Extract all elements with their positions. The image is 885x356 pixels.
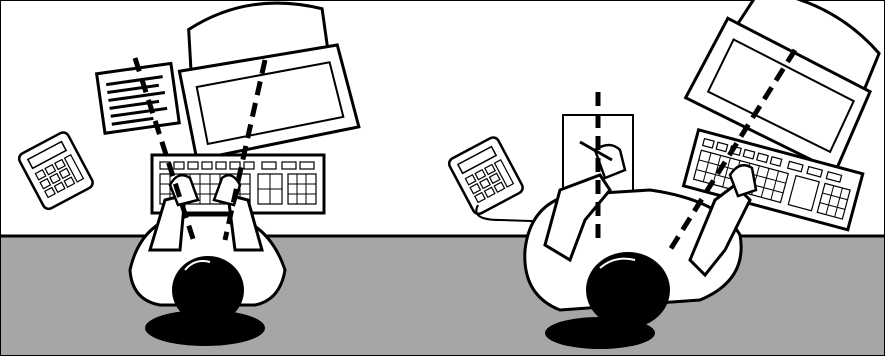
left-document-holder [97, 63, 180, 133]
